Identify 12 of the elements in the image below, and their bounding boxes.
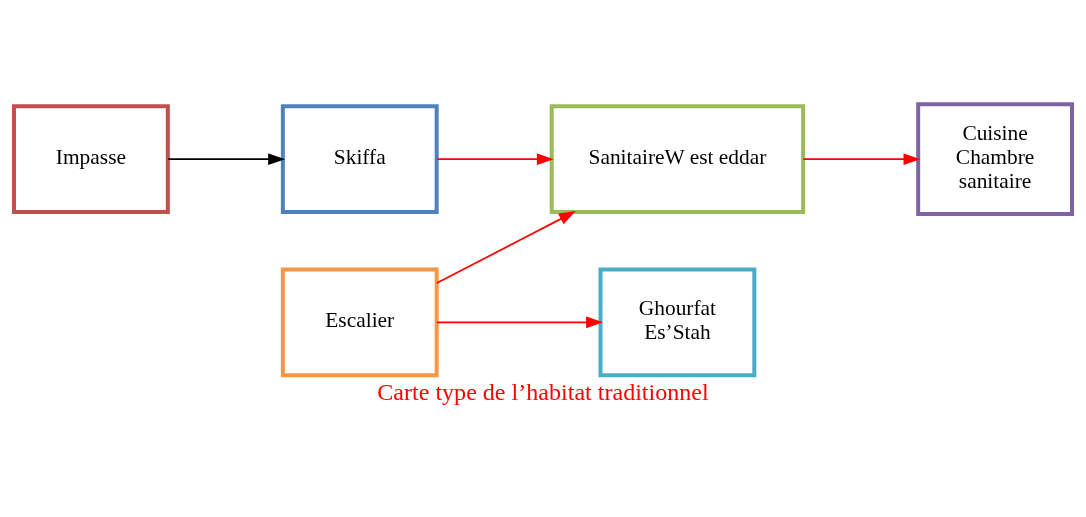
node-box: Ghourfat Es’Stah [598, 267, 757, 378]
arrow [167, 153, 286, 166]
node-box: SanitaireW est eddar [549, 104, 806, 215]
node-box: Skiffa [280, 104, 439, 215]
arrow [802, 153, 921, 166]
node-box: Escalier [280, 267, 439, 378]
node-box: Cuisine Chambre sanitaire [916, 102, 1074, 217]
arrow [436, 316, 603, 329]
arrow [436, 153, 554, 166]
arrow [436, 211, 576, 284]
caption: Carte type de l’habitat traditionnel [377, 378, 709, 405]
node-box: Impasse [12, 104, 170, 215]
